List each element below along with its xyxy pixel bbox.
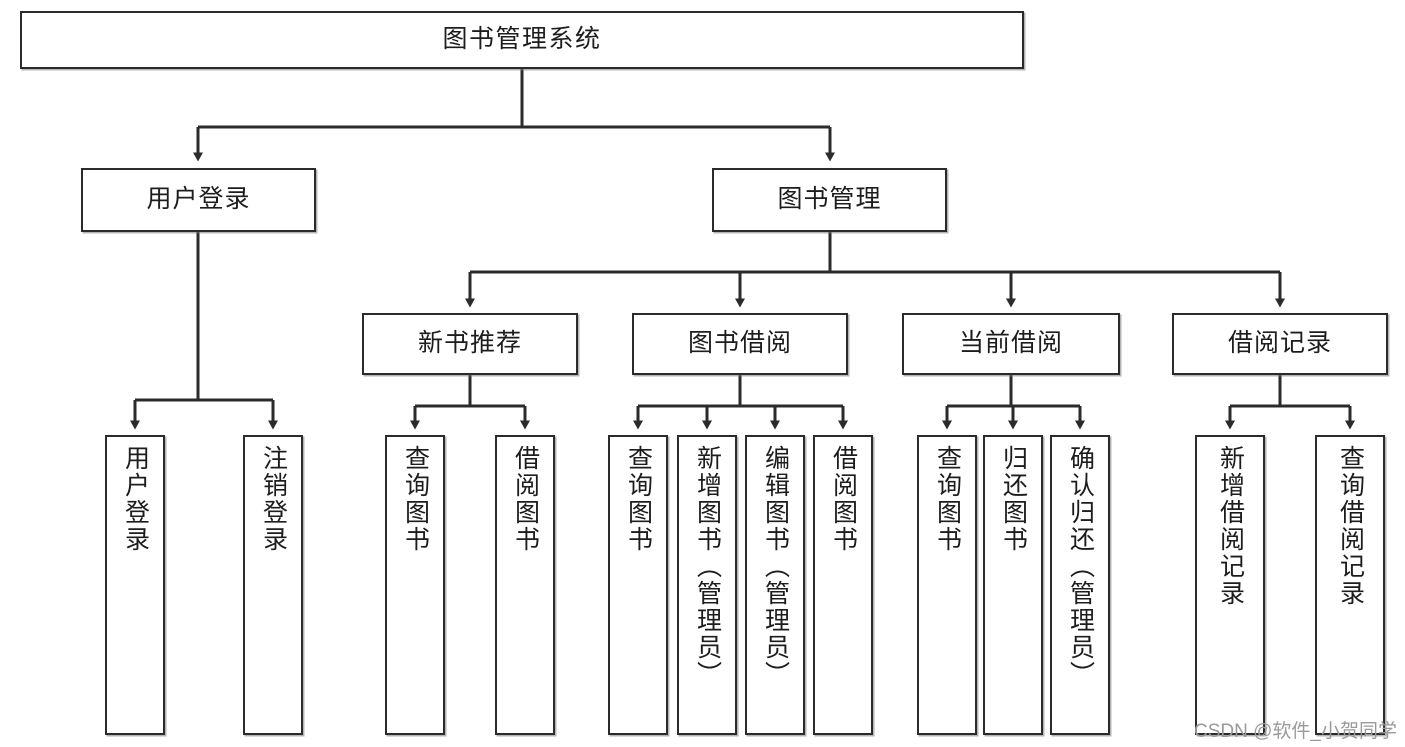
leaf-borrow-books-new[interactable]: 借阅图书 bbox=[495, 435, 555, 735]
node-label: 用户登录 bbox=[121, 445, 150, 553]
node-book-borrowing[interactable]: 图书借阅 bbox=[632, 313, 848, 375]
node-label: 图书管理 bbox=[777, 185, 882, 214]
node-book-management[interactable]: 图书管理 bbox=[712, 168, 947, 232]
node-label: 借阅图书 bbox=[829, 445, 858, 553]
csdn-watermark: CSDN @软件_小贺同学 bbox=[1194, 721, 1397, 742]
node-current-borrowing[interactable]: 当前借阅 bbox=[902, 313, 1120, 375]
node-label: 新增图书（管理员） bbox=[693, 445, 722, 688]
node-label: 新书推荐 bbox=[417, 329, 522, 358]
node-label: 归还图书 bbox=[999, 445, 1028, 553]
leaf-query-books-new[interactable]: 查询图书 bbox=[385, 435, 445, 735]
node-label: 用户登录 bbox=[146, 185, 251, 214]
node-label: 注销登录 bbox=[259, 445, 288, 553]
node-label: 查询借阅记录 bbox=[1336, 445, 1365, 607]
node-label: 当前借阅 bbox=[958, 329, 1063, 358]
leaf-edit-book-admin[interactable]: 编辑图书（管理员） bbox=[745, 435, 805, 735]
node-new-book-recommendation[interactable]: 新书推荐 bbox=[362, 313, 578, 375]
node-label: 借阅图书 bbox=[511, 445, 540, 553]
leaf-return-books[interactable]: 归还图书 bbox=[983, 435, 1043, 735]
node-label: 新增借阅记录 bbox=[1216, 445, 1245, 607]
node-user-login[interactable]: 用户登录 bbox=[81, 168, 316, 232]
node-label: 查询图书 bbox=[933, 445, 962, 553]
leaf-query-books-borrow[interactable]: 查询图书 bbox=[608, 435, 668, 735]
node-label: 查询图书 bbox=[401, 445, 430, 553]
node-label: 借阅记录 bbox=[1227, 329, 1332, 358]
node-label: 编辑图书（管理员） bbox=[761, 445, 790, 688]
leaf-borrow-books[interactable]: 借阅图书 bbox=[813, 435, 873, 735]
node-borrow-records[interactable]: 借阅记录 bbox=[1172, 313, 1388, 375]
leaf-add-borrow-record[interactable]: 新增借阅记录 bbox=[1195, 435, 1265, 735]
node-label: 查询图书 bbox=[624, 445, 653, 553]
leaf-logout[interactable]: 注销登录 bbox=[243, 435, 303, 735]
node-label: 图书管理系统 bbox=[442, 25, 602, 54]
leaf-query-books-current[interactable]: 查询图书 bbox=[917, 435, 977, 735]
leaf-confirm-return-admin[interactable]: 确认归还（管理员） bbox=[1050, 435, 1110, 735]
leaf-query-borrow-record[interactable]: 查询借阅记录 bbox=[1315, 435, 1385, 735]
node-book-management-system[interactable]: 图书管理系统 bbox=[20, 11, 1024, 69]
node-label: 图书借阅 bbox=[687, 329, 792, 358]
leaf-add-book-admin[interactable]: 新增图书（管理员） bbox=[677, 435, 737, 735]
leaf-user-login[interactable]: 用户登录 bbox=[105, 435, 165, 735]
node-label: 确认归还（管理员） bbox=[1066, 445, 1095, 688]
